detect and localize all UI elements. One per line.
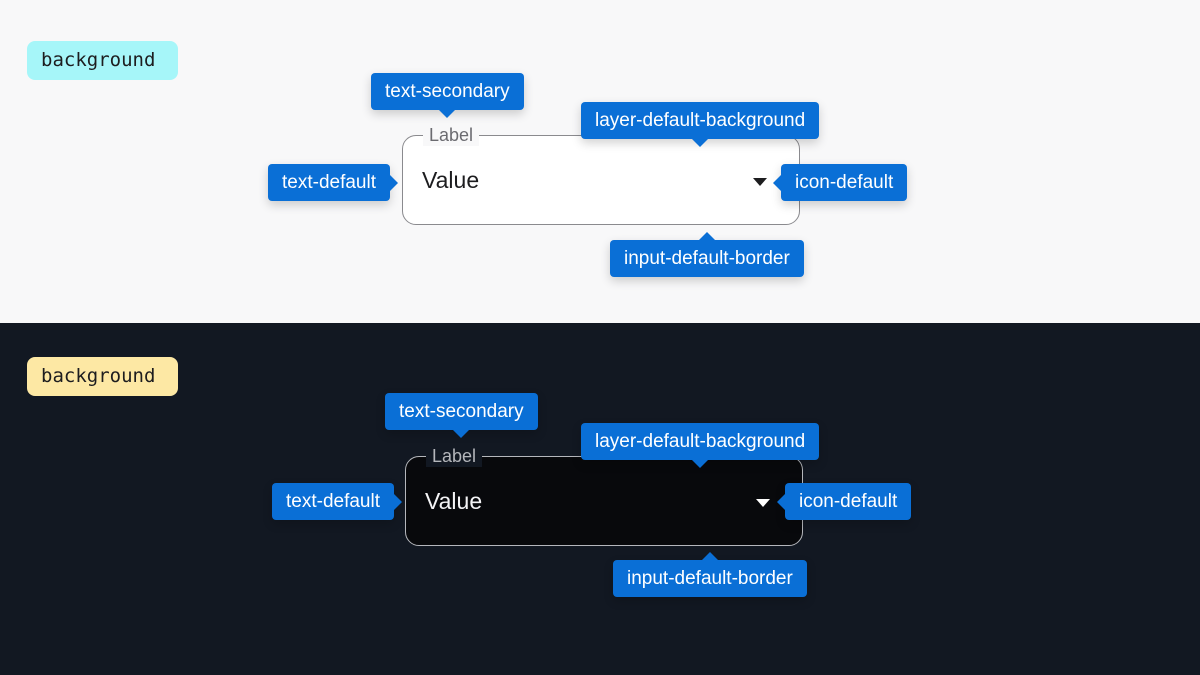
annotation-input-default-border: input-default-border [610, 232, 804, 277]
chevron-down-icon[interactable] [753, 178, 767, 186]
annotation-icon-default: icon-default [776, 483, 912, 520]
select-field[interactable]: Label Value [402, 124, 800, 225]
background-token-chip: background [27, 357, 178, 396]
annotation-icon-default: icon-default [772, 164, 908, 201]
annotation-layer-default-background: layer-default-background [581, 102, 820, 147]
annotation-layer-default-background: layer-default-background [581, 423, 820, 468]
field-value: Value [422, 167, 480, 193]
background-token-chip: background [27, 41, 178, 80]
select-field[interactable]: Label Value [405, 445, 803, 546]
field-label: Label [423, 124, 480, 146]
dark-theme-panel: background Label Value text-secondary la… [0, 323, 1200, 675]
chevron-down-icon[interactable] [756, 499, 770, 507]
light-theme-panel: background Label Value text-secondary la… [0, 0, 1200, 323]
annotation-text-default: text-default [272, 483, 402, 520]
annotation-text-default: text-default [268, 164, 398, 201]
field-value: Value [425, 488, 483, 514]
annotation-text-secondary: text-secondary [385, 393, 538, 438]
field-label: Label [426, 445, 483, 467]
annotation-text-secondary: text-secondary [371, 73, 524, 118]
annotation-input-default-border: input-default-border [613, 552, 807, 597]
